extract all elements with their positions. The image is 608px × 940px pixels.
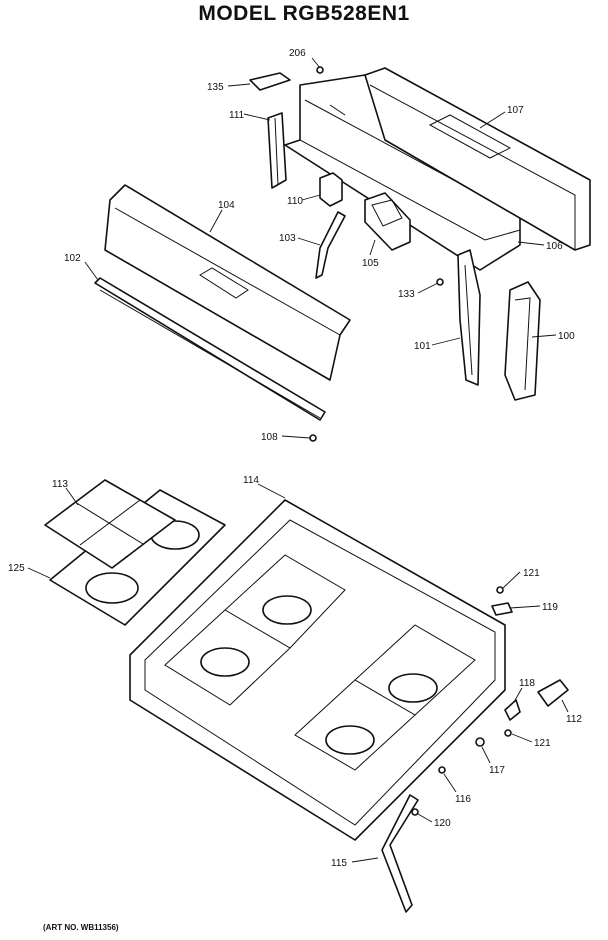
callout-105: 105 <box>362 258 379 269</box>
callout-114: 114 <box>243 475 259 486</box>
callout-labels: 206 135 107 111 110 104 103 105 106 102 … <box>8 48 582 869</box>
part-screw-206 <box>316 66 324 74</box>
callout-111: 111 <box>229 110 245 121</box>
callout-119: 119 <box>542 602 558 613</box>
part-orifice-119 <box>491 602 513 616</box>
leader-lines <box>27 57 569 863</box>
callout-121-lower: 121 <box>534 738 551 749</box>
callout-116: 116 <box>455 794 471 805</box>
part-side-bracket <box>457 249 481 386</box>
part-knob-bracket-112 <box>537 679 569 707</box>
callout-206: 206 <box>289 48 306 59</box>
callout-106: 106 <box>546 241 563 252</box>
callout-118: 118 <box>519 678 535 689</box>
diagram-title: MODEL RGB528EN1 <box>198 2 410 25</box>
part-clock-timer <box>364 192 411 251</box>
part-clip-117 <box>475 737 485 747</box>
callout-110: 110 <box>287 196 303 207</box>
part-screw-133 <box>436 278 444 286</box>
callout-100: 100 <box>558 331 575 342</box>
part-burner-grate <box>44 479 176 569</box>
part-bracket-111 <box>267 112 287 189</box>
part-back-cover <box>364 67 591 251</box>
callout-115: 115 <box>331 858 347 869</box>
part-bracket-118 <box>504 699 521 721</box>
callout-125: 125 <box>8 563 25 574</box>
callout-104: 104 <box>218 200 235 211</box>
part-clip-116 <box>438 766 446 774</box>
callout-108: 108 <box>261 432 278 443</box>
part-end-cap <box>249 72 291 91</box>
callout-112: 112 <box>566 714 582 725</box>
part-end-panel <box>504 281 541 401</box>
callout-135: 135 <box>207 82 224 93</box>
callout-117: 117 <box>489 765 505 776</box>
part-control-panel <box>104 184 351 381</box>
part-screw-108 <box>309 434 317 442</box>
part-screw-120 <box>411 808 419 816</box>
callout-113: 113 <box>52 479 68 490</box>
callout-102: 102 <box>64 253 81 264</box>
callout-101: 101 <box>414 341 431 352</box>
part-trim-strip <box>94 277 326 421</box>
callout-133: 133 <box>398 289 415 300</box>
art-number: (ART NO. WB11356) <box>43 923 119 932</box>
callout-120: 120 <box>434 818 451 829</box>
part-switch <box>319 172 343 207</box>
part-bolt-121-upper <box>496 586 504 594</box>
callout-103: 103 <box>279 233 296 244</box>
part-rod-115 <box>381 794 419 913</box>
callout-121-upper: 121 <box>523 568 540 579</box>
part-cooktop <box>129 499 506 841</box>
callout-107: 107 <box>507 105 524 116</box>
part-wire-harness <box>315 211 346 279</box>
part-bolt-121-lower <box>504 729 512 737</box>
